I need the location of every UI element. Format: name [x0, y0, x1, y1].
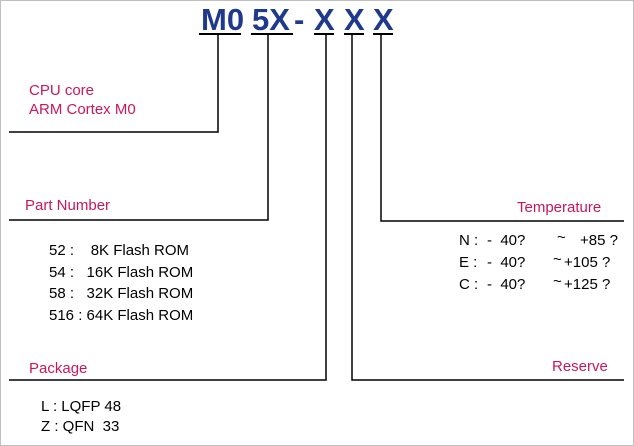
package-title: Package — [29, 360, 88, 377]
part-number-row: 54 : 16K Flash ROM — [49, 264, 194, 281]
part-number-connector — [9, 34, 269, 221]
code-char-x2: X — [344, 2, 365, 37]
part-number-row: 52 : 8K Flash ROM — [49, 242, 190, 259]
temp-sep: ~ — [553, 273, 562, 290]
reserve-title: Reserve — [552, 358, 608, 375]
package-row: Z : QFN 33 — [41, 418, 120, 435]
temp-code: E : — [459, 254, 478, 271]
temp-sep: ~ — [553, 251, 562, 268]
temp-code: C : — [459, 276, 479, 293]
part-number-row: 516 : 64K Flash ROM — [49, 307, 194, 324]
package-row: L : LQFP 48 — [41, 398, 122, 415]
cpu-core-connector — [9, 34, 219, 133]
temperature-title: Temperature — [517, 199, 602, 216]
temp-sep: ~ — [557, 229, 566, 246]
reserve-connector — [351, 34, 624, 381]
code-char-5x: 5X — [252, 2, 290, 37]
temp-from: - 40? — [487, 254, 526, 271]
temp-to: +85 ? — [580, 232, 618, 249]
temp-to: +105 ? — [564, 254, 611, 271]
temp-code: N : — [459, 232, 479, 249]
code-char-x3: X — [373, 2, 394, 37]
package-connector — [9, 34, 327, 381]
temp-from: - 40? — [487, 276, 526, 293]
code-char-dash: - — [294, 2, 305, 37]
part-number-title: Part Number — [25, 197, 111, 214]
temp-from: - 40? — [487, 232, 526, 249]
cpu-core-title: CPU core — [29, 82, 95, 99]
code-char-x1: X — [314, 2, 335, 37]
cpu-core-subtitle: ARM Cortex M0 — [29, 101, 136, 118]
code-char-m0: M0 — [201, 2, 245, 37]
temperature-connector — [380, 34, 624, 222]
part-number-row: 58 : 32K Flash ROM — [49, 285, 194, 302]
temp-to: +125 ? — [564, 276, 611, 293]
